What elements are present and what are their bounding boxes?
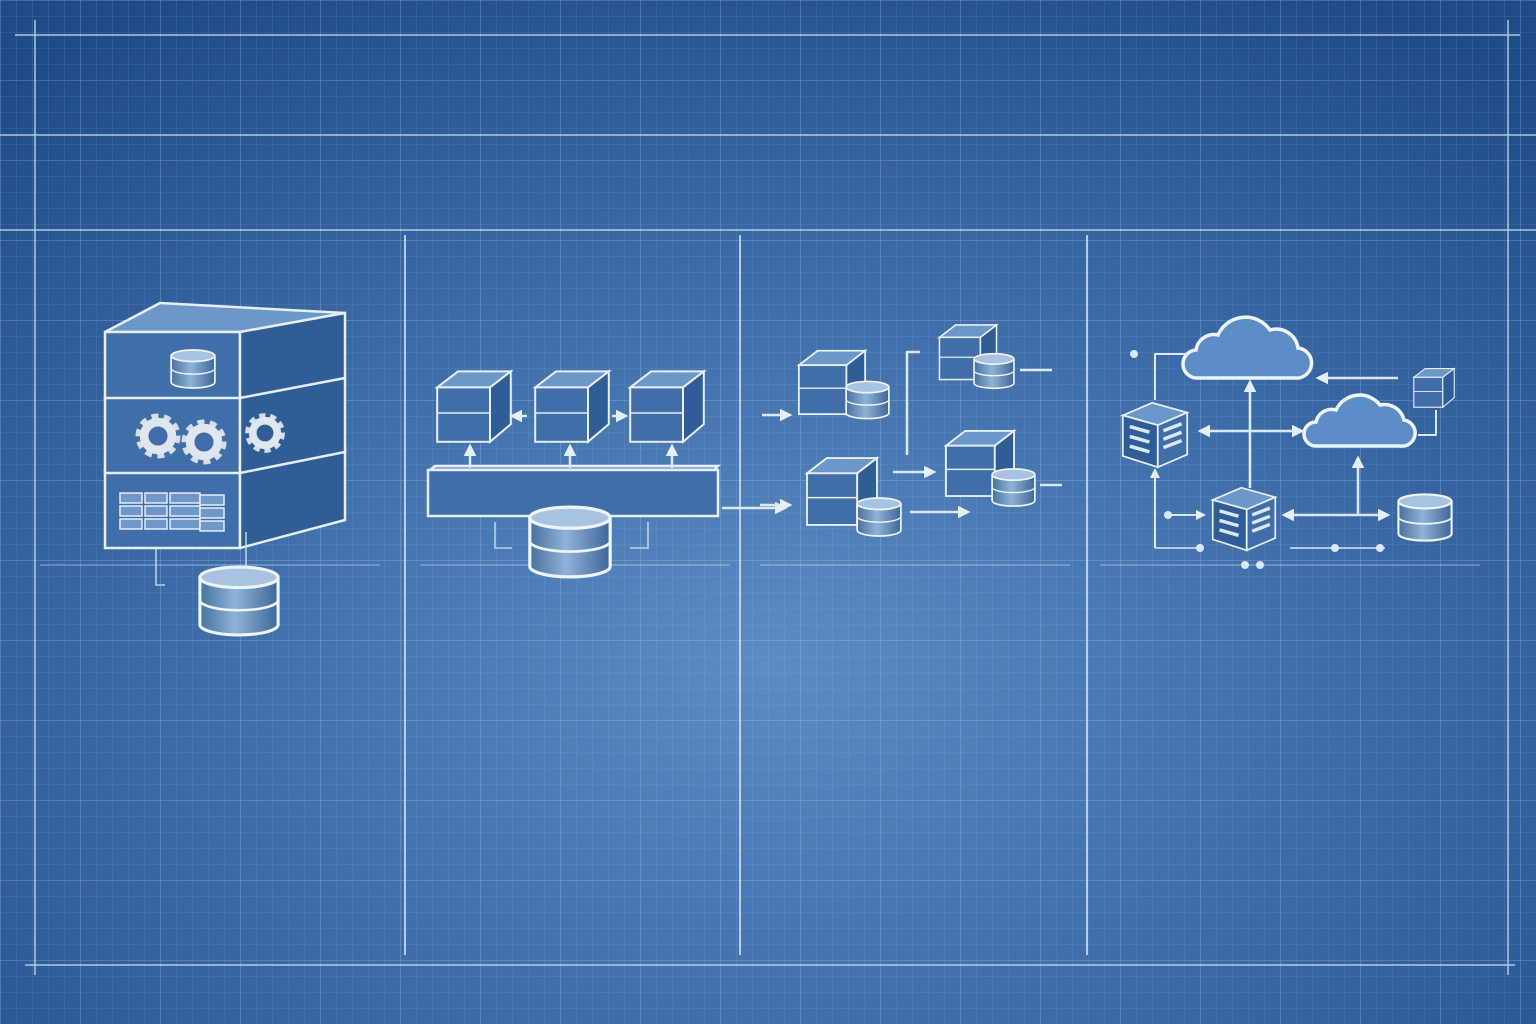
service-cube-icon bbox=[534, 370, 610, 443]
frame-lines bbox=[0, 20, 1536, 975]
server-icon bbox=[1210, 485, 1278, 553]
database-icon bbox=[1397, 493, 1453, 542]
storage-blocks-icon bbox=[119, 492, 225, 532]
server-icon bbox=[1120, 400, 1190, 470]
database-icon bbox=[845, 380, 890, 420]
database-icon bbox=[991, 467, 1036, 508]
connector-dots bbox=[1130, 350, 1384, 569]
database-icon bbox=[170, 349, 216, 389]
service-cube-icon bbox=[629, 370, 705, 443]
panel-cloud bbox=[1120, 315, 1455, 569]
panel-monolith bbox=[103, 301, 347, 637]
database-icon bbox=[198, 565, 280, 637]
service-cube-icon bbox=[436, 370, 512, 443]
database-icon bbox=[973, 352, 1015, 390]
database-icon bbox=[528, 505, 612, 579]
panel-microservices bbox=[760, 323, 1062, 538]
server-stack-icon bbox=[103, 301, 347, 550]
panel-service-bus bbox=[426, 370, 788, 579]
service-cube-icon bbox=[1413, 367, 1455, 408]
cloud-icon bbox=[1302, 393, 1417, 448]
database-icon bbox=[856, 496, 902, 538]
